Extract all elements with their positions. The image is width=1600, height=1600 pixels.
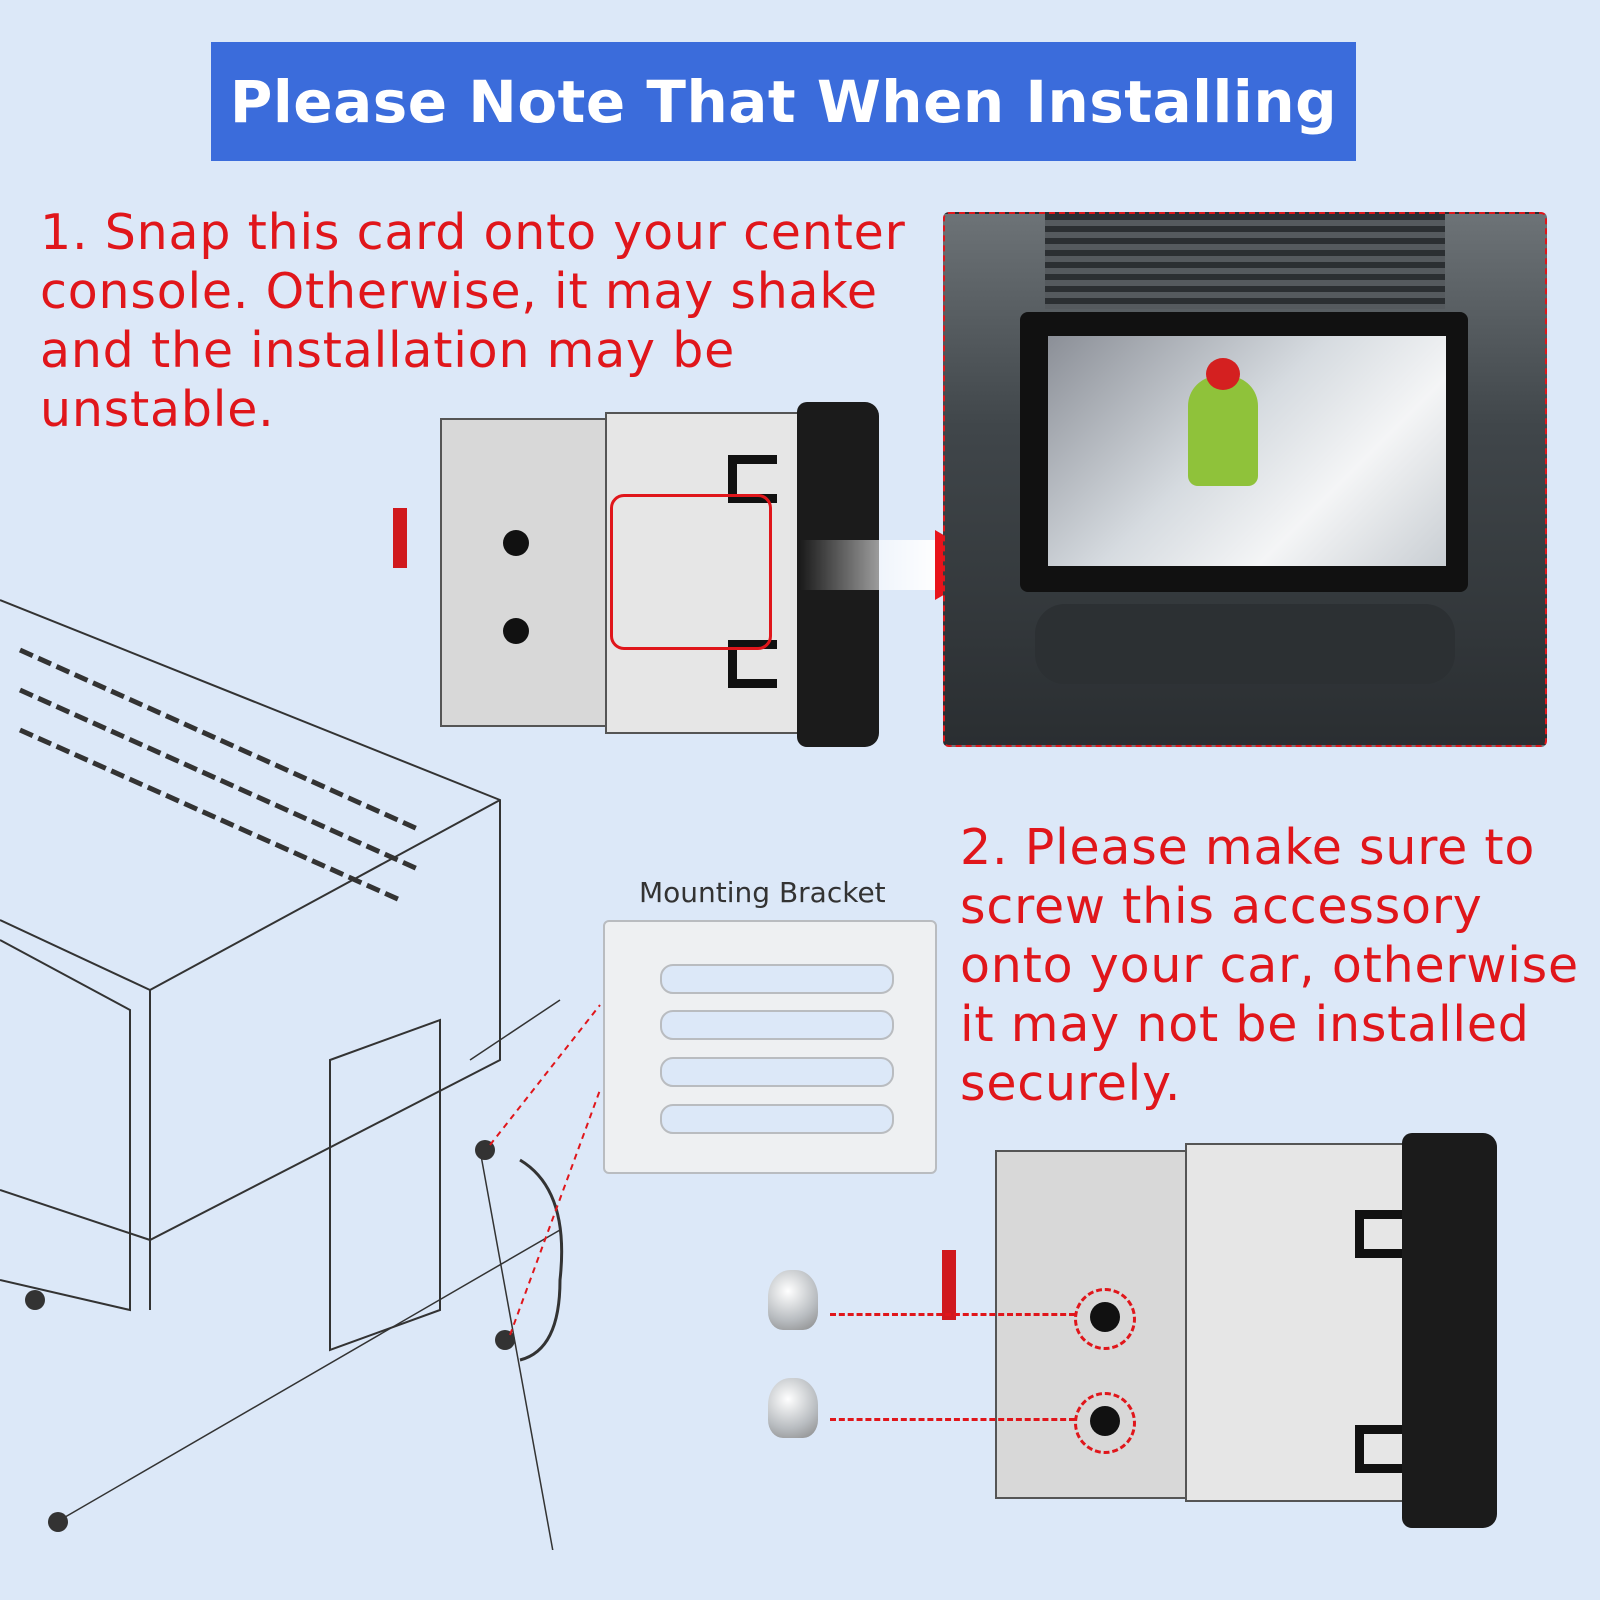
clip-slot — [728, 640, 777, 688]
car-stereo-screen — [1020, 312, 1468, 592]
bracket-slot — [660, 1057, 894, 1087]
clip-slot — [1355, 1210, 1404, 1258]
climate-controls — [1035, 604, 1455, 684]
page-title: Please Note That When Installing — [229, 67, 1338, 136]
bracket-slot — [660, 964, 894, 994]
unit-outline — [0, 599, 501, 1242]
card-highlight-box — [610, 494, 772, 650]
bracket-slot — [660, 1010, 894, 1040]
screw-icon — [48, 1512, 68, 1532]
screw-hole — [503, 530, 529, 556]
dashed-guide — [830, 1313, 1075, 1316]
car-dashboard-photo — [943, 212, 1547, 747]
header-banner: Please Note That When Installing — [211, 42, 1356, 161]
front-panel — [1402, 1133, 1497, 1528]
helmet — [1206, 358, 1240, 390]
dashed-guide — [830, 1418, 1075, 1421]
arrow-trail — [800, 540, 940, 590]
highlight-circle — [1074, 1288, 1136, 1350]
screw-icon — [495, 1330, 515, 1350]
screen-outline — [0, 939, 131, 1312]
bracket-slot — [660, 1104, 894, 1134]
clip-slot — [728, 455, 777, 503]
side-bracket — [329, 1018, 441, 1352]
exploded-installation-diagram — [0, 599, 601, 1550]
side-plate — [1185, 1143, 1409, 1502]
mounting-bracket — [603, 920, 937, 1174]
unit-edges — [0, 799, 501, 1310]
skier-image — [1048, 336, 1446, 566]
screw-icon — [25, 1290, 45, 1310]
air-vents — [1045, 214, 1445, 309]
note-screw-accessory: 2. Please make sure to screw this access… — [960, 819, 1579, 1112]
screw-icon — [768, 1378, 818, 1438]
mounting-bracket-label: Mounting Bracket — [639, 876, 886, 909]
red-clip — [393, 508, 407, 568]
skier — [1188, 376, 1258, 486]
screw-hole — [503, 618, 529, 644]
red-clip — [942, 1250, 956, 1320]
clip-slot — [1355, 1425, 1404, 1473]
note-snap-card: 1. Snap this card onto your center conso… — [40, 204, 906, 438]
screw-icon — [768, 1270, 818, 1330]
highlight-circle — [1074, 1392, 1136, 1454]
